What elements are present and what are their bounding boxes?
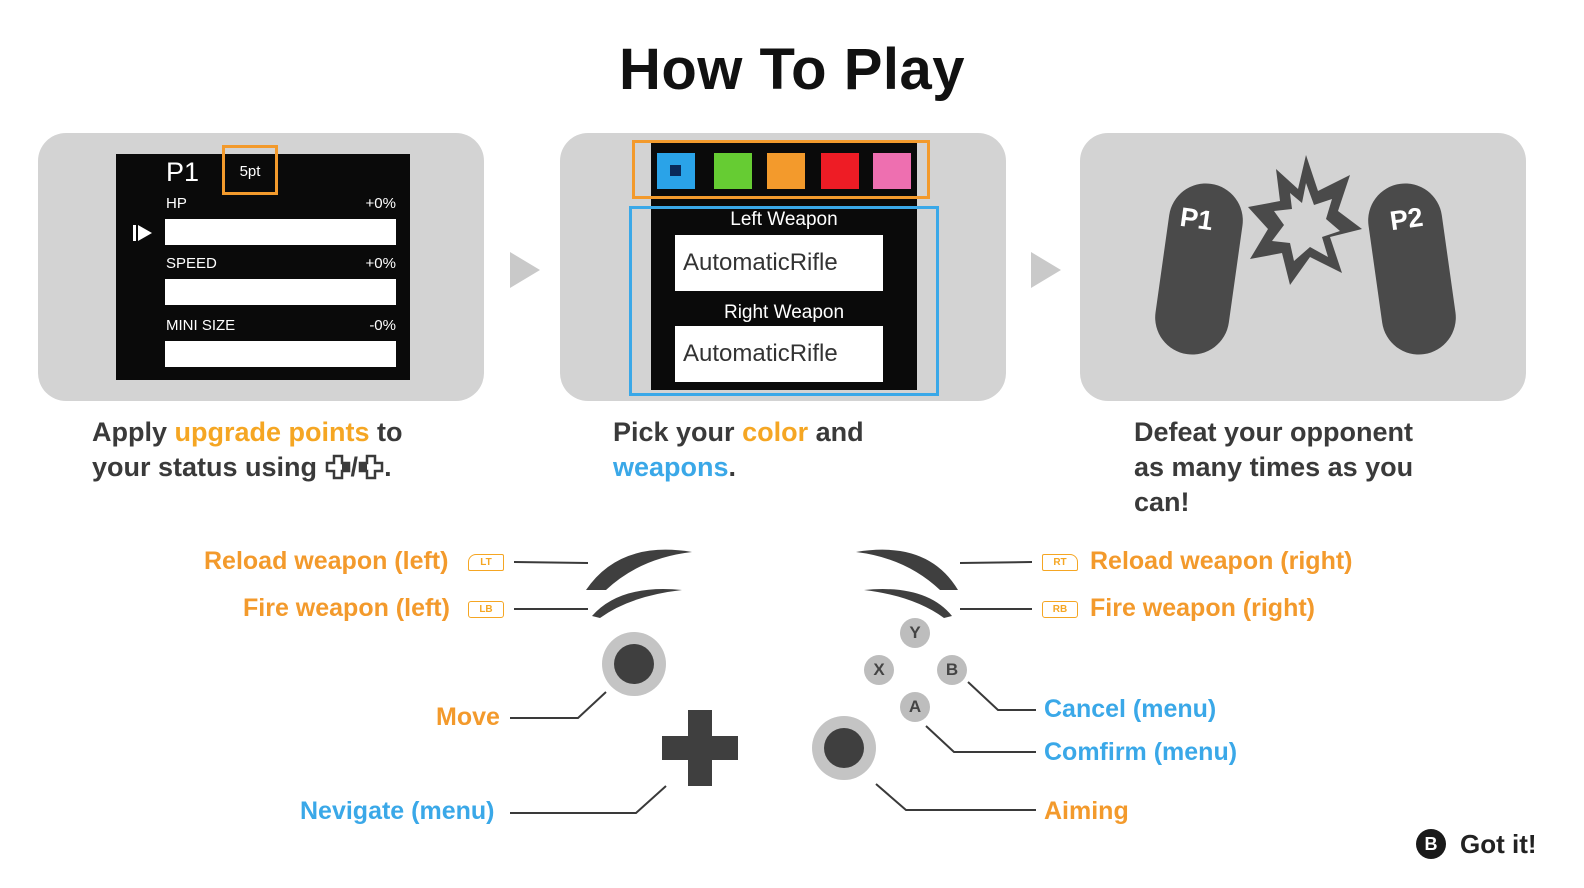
cancel-label: Cancel (menu) [1044, 695, 1217, 723]
reload-left-label: Reload weapon (left) [204, 547, 449, 575]
left-weapon-select[interactable]: AutomaticRifle [675, 235, 883, 291]
confirm-label: Comfirm (menu) [1044, 738, 1238, 766]
stat-hp-value: +0% [365, 195, 396, 212]
right-weapon-label: Right Weapon [723, 302, 845, 323]
battle-illustration [1155, 155, 1456, 355]
reload-right-label: Reload weapon (right) [1090, 547, 1353, 575]
selector-arrow-icon [133, 225, 152, 241]
right-weapon-select[interactable]: AutomaticRifle [675, 326, 883, 382]
x-button-icon: X [864, 655, 894, 685]
left-stick-icon [602, 632, 666, 696]
a-button-icon: A [900, 692, 930, 722]
dpad-right-icon [325, 454, 350, 480]
dpad-left-icon [358, 454, 384, 480]
navigate-label: Nevigate (menu) [300, 797, 495, 825]
left-bumper-icon [592, 589, 682, 618]
player2-capsule-icon [1368, 183, 1456, 355]
b-button-prompt-icon[interactable]: B [1416, 829, 1446, 859]
right-bumper-icon [864, 589, 952, 618]
player1-capsule-icon [1155, 183, 1243, 355]
stat-speed-value: +0% [365, 255, 396, 272]
stat-speed-label: SPEED [166, 255, 217, 272]
color-swatch-pink[interactable] [873, 153, 911, 189]
aiming-label: Aiming [1044, 797, 1129, 825]
upgrade-description: Apply upgrade points to your status usin… [92, 417, 403, 482]
lb-badge-icon: LB [468, 601, 504, 618]
p1-label: P1 [1178, 201, 1216, 237]
got-it-button[interactable]: Got it! [1460, 829, 1537, 859]
battle-description: Defeat your opponent as many times as yo… [1134, 417, 1414, 517]
next-step-arrow-icon-2 [1031, 252, 1061, 288]
fire-right-label: Fire weapon (right) [1090, 594, 1315, 622]
lt-badge-icon: LT [468, 554, 504, 571]
left-trigger-icon [586, 549, 692, 590]
stat-hp-label: HP [166, 195, 187, 212]
right-stick-icon [812, 716, 876, 780]
y-button-icon: Y [900, 618, 930, 648]
stat-hp-bar[interactable] [165, 219, 396, 245]
points-value: 5pt [239, 163, 261, 180]
points-highlight [222, 145, 278, 195]
color-swatch-green[interactable] [714, 153, 752, 189]
player-label: P1 [166, 157, 200, 187]
rb-badge-icon: RB [1042, 601, 1078, 618]
b-button-icon: B [937, 655, 967, 685]
loadout-description: Pick your color and weapons. [613, 417, 864, 482]
stat-minisize-label: MINI SIZE [166, 317, 236, 334]
p2-label: P2 [1388, 201, 1425, 237]
right-trigger-icon [856, 549, 958, 590]
left-weapon-label: Left Weapon [730, 209, 838, 230]
color-swatch-blue[interactable] [657, 153, 695, 189]
rt-badge-icon: RT [1042, 554, 1078, 571]
page-title: How To Play [618, 37, 966, 102]
move-label: Move [436, 703, 500, 731]
stat-minisize-bar[interactable] [165, 341, 396, 367]
color-highlight [632, 140, 930, 199]
stat-speed-bar[interactable] [165, 279, 396, 305]
dpad-icon [662, 710, 738, 786]
color-swatch-orange[interactable] [767, 153, 805, 189]
fire-left-label: Fire weapon (left) [243, 594, 450, 622]
controller-diagram [510, 549, 1036, 814]
next-step-arrow-icon [510, 252, 540, 288]
selected-marker-icon [670, 165, 681, 176]
color-swatch-red[interactable] [821, 153, 859, 189]
stat-minisize-value: -0% [369, 317, 396, 334]
weapon-highlight [629, 206, 939, 396]
